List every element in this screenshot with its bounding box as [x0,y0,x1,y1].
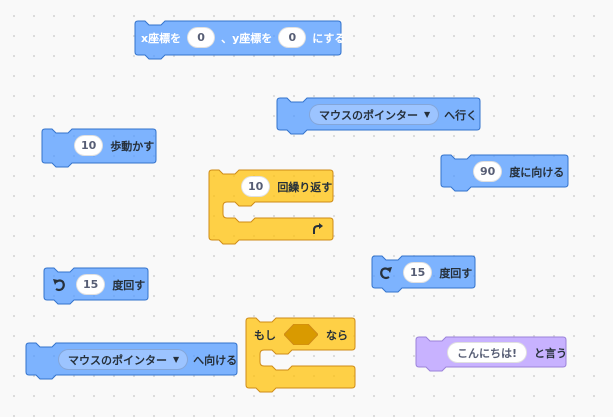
repeat-block-shape [208,169,334,245]
goto-xy-block[interactable]: x座標を 0 、y座標を 0 にする [134,20,345,63]
then-label: なら [326,328,348,342]
x-input[interactable]: 0 [187,27,216,48]
goto-xy-label-end: にする [312,31,346,45]
goto-xy-label-x: x座標を [141,31,182,45]
point-towards-label: へ向ける [193,353,238,367]
steps-input[interactable]: 10 [74,135,104,156]
turn-left-label: 度回す [112,278,146,292]
point-towards-dropdown[interactable]: マウスのポインター ▼ [58,349,189,370]
turn-right-degrees-input[interactable]: 15 [403,262,433,283]
say-message-input[interactable]: こんにちは! [447,342,528,363]
turn-left-block[interactable]: 15 度回す [43,267,149,310]
move-steps-label: 歩動かす [110,139,155,153]
say-label: と言う [534,346,568,360]
repeat-count-input[interactable]: 10 [241,176,271,197]
repeat-label: 回繰り返す [277,180,333,194]
turn-right-block[interactable]: 15 度回す [371,255,476,298]
point-towards-block[interactable]: マウスのポインター ▼ へ向ける [25,342,238,383]
point-direction-label: 度に向ける [509,165,565,179]
rotate-right-icon [378,265,394,281]
y-input[interactable]: 0 [278,27,307,48]
say-block[interactable]: こんにちは! と言う [415,336,568,377]
point-direction-block-shape [440,154,569,192]
condition-slot[interactable] [284,324,318,345]
if-label: もし [254,328,276,342]
if-then-block-shape [245,317,356,393]
chevron-down-icon: ▼ [173,355,180,364]
turn-right-label: 度回す [439,266,473,280]
goto-target-block[interactable]: マウスのポインター ▼ へ行く [276,97,481,140]
direction-input[interactable]: 90 [473,161,503,182]
rotate-left-icon [51,277,67,293]
repeat-block[interactable]: 10 回繰り返す [208,169,334,245]
move-steps-block[interactable]: 10 歩動かす [41,128,157,169]
goto-target-dropdown-value: マウスのポインター [319,108,418,122]
turn-left-degrees-input[interactable]: 15 [76,274,106,295]
chevron-down-icon: ▼ [424,110,431,119]
point-towards-dropdown-value: マウスのポインター [68,353,167,367]
goto-xy-label-y: 、y座標を [221,31,273,45]
goto-target-dropdown[interactable]: マウスのポインター ▼ [309,104,440,125]
if-then-block[interactable]: もし なら [245,317,356,393]
point-direction-block[interactable]: 90 度に向ける [440,154,569,195]
loop-arrow-icon [311,222,325,236]
goto-target-label: へ行く [444,108,478,122]
